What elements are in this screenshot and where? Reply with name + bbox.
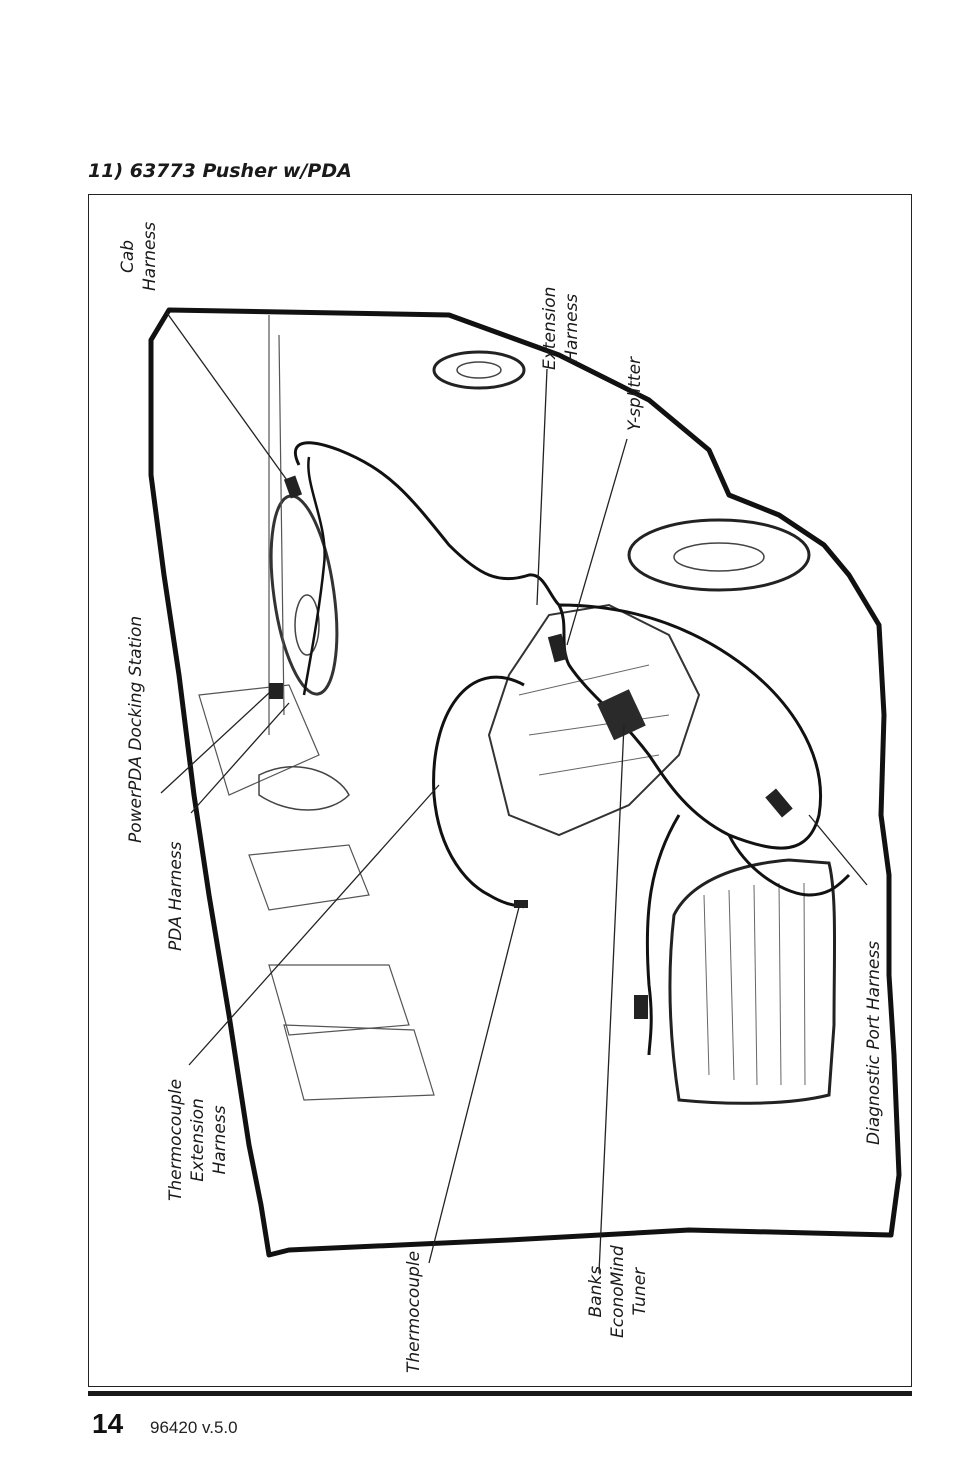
diagnostic-port-wire [645, 814, 851, 1056]
leader-tuner [598, 724, 625, 1274]
rear-wheel [432, 350, 526, 390]
label-cab-harness: Cab Harness [118, 221, 160, 291]
docking-station [269, 683, 283, 699]
leader-thermocouple-ext [188, 784, 440, 1066]
document-version: 96420 v.5.0 [150, 1418, 238, 1437]
label-banks-economind-tuner: Banks EconoMind Tuner [586, 1245, 650, 1338]
label-thermocouple: Thermocouple [404, 1250, 424, 1373]
footer-rule [88, 1391, 912, 1396]
front-wheel [627, 518, 811, 592]
leader-extension-harness [536, 368, 548, 606]
leader-docking-station [160, 692, 270, 794]
thermocouple-probe [514, 900, 528, 908]
label-powerpda-docking-station: PowerPDA Docking Station [126, 615, 146, 843]
leader-y-splitter [566, 438, 628, 646]
label-diagnostic-port-harness: Diagnostic Port Harness [864, 940, 884, 1145]
leader-diagnostic-port [808, 814, 868, 886]
vehicle-body-outline [148, 307, 902, 1258]
vehicle-wiring-illustration [148, 307, 902, 1274]
leader-thermocouple [428, 906, 520, 1264]
label-pda-harness: PDA Harness [166, 841, 186, 951]
y-splitter-body [547, 633, 569, 663]
extension-harness-wire [557, 603, 822, 850]
page-heading: 11) 63773 Pusher w/PDA [88, 160, 352, 182]
page-number: 14 [92, 1408, 124, 1439]
diagnostic-connector [765, 788, 793, 818]
thermocouple-extension-wire [432, 675, 525, 909]
leader-pda-harness [190, 702, 290, 814]
tuner-box [597, 689, 646, 741]
label-y-splitter: Y-splitter [625, 356, 645, 431]
steering-wheel [269, 494, 339, 696]
label-thermocouple-extension-harness: Thermocouple Extension Harness [166, 1078, 230, 1201]
leader-cab-harness [166, 312, 290, 484]
label-extension-harness: Extension Harness [540, 286, 582, 370]
engine-block [487, 603, 701, 837]
cab-harness-wire [293, 441, 561, 607]
diagram-frame: Cab Harness Extension Harness Y-splitter… [88, 194, 912, 1387]
